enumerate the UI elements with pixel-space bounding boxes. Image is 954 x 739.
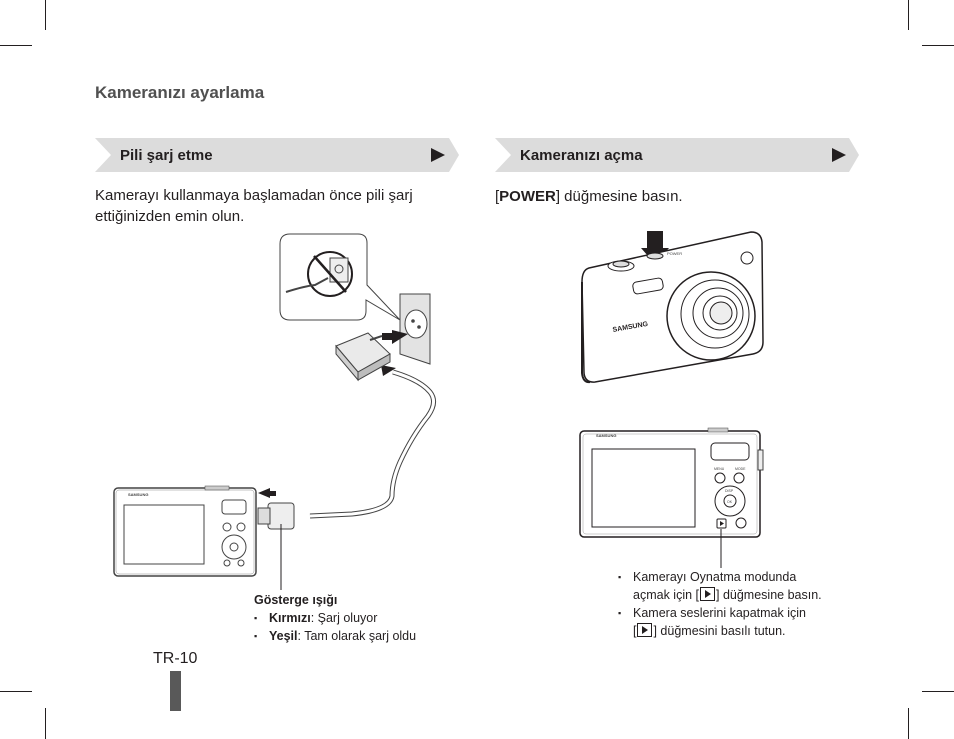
mode-label: MODE — [735, 467, 746, 471]
banner-shape — [95, 138, 459, 172]
banner-shape — [495, 138, 859, 172]
page-number: TR-10 — [153, 650, 198, 667]
menu-label: MENU — [714, 467, 725, 471]
text-part: açmak için [ — [633, 588, 699, 602]
lens-icon — [666, 271, 756, 361]
list-item: Kırmızı: Şarj oluyor — [254, 609, 416, 627]
text-line: Kamerayı kullanmaya başlamadan önce pili… — [95, 187, 413, 204]
page-tab — [170, 671, 181, 711]
list-item: Kamerayı Oynatma modunda açmak için [ ] d… — [618, 568, 822, 604]
red-label: Kırmızı — [269, 611, 311, 625]
camera-front-illustration: POWER SAMSUNG — [581, 231, 764, 384]
text-part: [ — [633, 624, 637, 638]
charger-adapter-icon — [335, 332, 391, 382]
red-text: : Şarj oluyor — [310, 611, 378, 625]
crop-mark — [0, 691, 32, 692]
crop-mark — [45, 708, 46, 739]
arrow-icon — [258, 488, 270, 498]
disp-label: DISP — [725, 489, 734, 493]
arrow-icon — [832, 148, 846, 162]
banner-power-on: Kameranızı açma — [495, 138, 859, 172]
indicator-legend: Gösterge ışığı Kırmızı: Şarj oluyor Yeşi… — [254, 591, 416, 645]
text-line: Kamera seslerini kapatmak için — [633, 606, 806, 620]
instruction-rest: ] düğmesine basın. — [555, 188, 683, 205]
charge-instruction: Kamerayı kullanmaya başlamadan önce pili… — [95, 185, 413, 227]
play-icon — [700, 587, 715, 601]
arrow-icon — [381, 365, 396, 376]
camera-back-icon: SAMSUNG — [113, 485, 257, 577]
bracket: [ — [495, 188, 500, 205]
text-line: [ ] düğmesini basılı tutun. — [633, 622, 822, 640]
playback-notes: Kamerayı Oynatma modunda açmak için [ ] d… — [618, 568, 822, 640]
play-icon — [720, 521, 724, 526]
play-icon — [637, 623, 653, 637]
usb-cable — [309, 369, 436, 519]
wall-socket-icon — [399, 293, 431, 365]
power-label: POWER — [667, 251, 682, 256]
arrow-icon — [392, 330, 408, 344]
crop-mark — [0, 45, 32, 46]
power-key-label: POWER — [499, 188, 556, 205]
crop-mark — [922, 45, 954, 46]
no-water-icon — [285, 251, 353, 297]
text-line: ettiğinizden emin olun. — [95, 208, 245, 225]
text-part: ] düğmesini basılı tutun. — [653, 624, 786, 638]
power-instruction: [POWER] düğmesine basın. — [495, 186, 683, 207]
ok-label: OK — [727, 500, 733, 504]
camera-back-illustration: SAMSUNG MENU MODE DISP OK — [579, 427, 764, 568]
brand-label: SAMSUNG — [596, 433, 616, 438]
crop-mark — [922, 691, 954, 692]
banner-label: Pili şarj etme — [120, 147, 213, 164]
banner-label: Kameranızı açma — [520, 147, 643, 164]
crop-mark — [908, 0, 909, 30]
green-text: : Tam olarak şarj oldu — [297, 629, 417, 643]
section-title: Kameranızı ayarlama — [95, 83, 265, 102]
list-item: Yeşil: Tam olarak şarj oldu — [254, 627, 416, 645]
green-label: Yeşil — [269, 629, 298, 643]
crop-mark — [45, 0, 46, 30]
text-part: ] düğmesine basın. — [716, 588, 822, 602]
brand-label: SAMSUNG — [128, 492, 148, 497]
arrow-icon — [431, 148, 445, 162]
charging-illustration: SAMSUNG — [113, 233, 436, 590]
text-line: Kamerayı Oynatma modunda — [633, 570, 797, 584]
indicator-title: Gösterge ışığı — [254, 593, 338, 607]
text-line: açmak için [ ] düğmesine basın. — [633, 586, 822, 604]
list-item: Kamera seslerini kapatmak için [ ] düğmes… — [618, 604, 822, 640]
crop-mark — [908, 708, 909, 739]
banner-charge-battery: Pili şarj etme — [95, 138, 459, 172]
